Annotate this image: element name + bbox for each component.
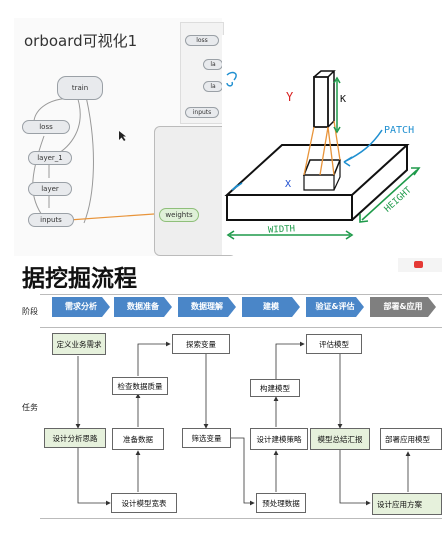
box-preprocess-data[interactable]: 预处理数据: [256, 493, 306, 513]
stage-arrow-shape: [114, 297, 172, 317]
mouse-cursor-icon: [119, 131, 126, 141]
top-divider: [40, 294, 442, 295]
box-deploy-model[interactable]: 部署应用模型: [380, 428, 442, 450]
box-design-application-plan[interactable]: 设计应用方案: [372, 493, 442, 515]
sketch-label-k: K: [340, 94, 347, 105]
stage-divider: [40, 327, 442, 328]
graph-node-train[interactable]: train: [57, 76, 103, 100]
graph-node-inputs[interactable]: inputs: [28, 213, 74, 227]
stage-deployment: 部署&应用: [370, 297, 436, 317]
stage-arrow-shape: [178, 297, 236, 317]
box-check-data-quality[interactable]: 检查数据质量: [112, 377, 168, 395]
stage-demand-analysis: 需求分析: [52, 297, 110, 317]
box-design-analysis[interactable]: 设计分析思路: [44, 428, 106, 448]
box-explore-variables[interactable]: 探索变量: [172, 334, 230, 354]
stage-arrow-shape: [370, 297, 436, 317]
graph-node-weights[interactable]: weights: [159, 208, 199, 222]
box-design-model-table[interactable]: 设计模型宽表: [111, 493, 177, 513]
sketch-label-y: Y: [286, 90, 294, 104]
box-define-business-needs[interactable]: 定义业务需求: [52, 333, 106, 355]
patch-sketch-drawing: [224, 70, 421, 240]
stage-label: 数据理解: [191, 302, 223, 311]
graph-node-layer-1[interactable]: layer_1: [28, 151, 72, 165]
stage-arrow-shape: [242, 297, 300, 317]
stage-arrow-shape: [306, 297, 364, 317]
box-model-summary-report[interactable]: 模型总结汇报: [310, 428, 370, 450]
tensorboard-title: orboard可视化1: [24, 32, 138, 50]
stage-data-preparation: 数据准备: [114, 297, 172, 317]
mini-graph-panel: loss la la inputs: [180, 22, 224, 124]
stage-arrow-shape: [52, 297, 110, 317]
stage-label: 部署&应用: [383, 302, 423, 311]
stage-label: 需求分析: [65, 302, 97, 311]
mini-node-loss[interactable]: loss: [185, 35, 219, 46]
stage-data-understanding: 数据理解: [178, 297, 236, 317]
row-label-task: 任务: [22, 403, 38, 412]
box-filter-variables[interactable]: 筛选变量: [182, 428, 231, 448]
sketch-label-x: X: [285, 179, 292, 190]
stage-validation: 验证&评估: [306, 297, 364, 317]
red-badge-icon: [414, 261, 423, 268]
mini-node-inputs[interactable]: inputs: [185, 107, 219, 118]
stage-label: 建模: [263, 302, 279, 311]
box-evaluate-model[interactable]: 评估模型: [306, 334, 362, 354]
patch-sketch-image: Y K X PATCH WIDTH HEIGHT: [222, 35, 442, 255]
graph-node-layer[interactable]: layer: [28, 182, 72, 196]
row-label-stage: 阶段: [22, 307, 38, 316]
stage-label: 验证&评估: [315, 302, 355, 311]
corner-tag: [398, 258, 442, 272]
stage-modeling: 建模: [242, 297, 300, 317]
bottom-divider: [40, 518, 442, 519]
graph-node-loss[interactable]: loss: [22, 120, 70, 134]
sketch-label-patch: PATCH: [384, 125, 415, 136]
box-prepare-data[interactable]: 准备数据: [112, 428, 164, 450]
flow-title: 据挖掘流程: [22, 266, 137, 292]
box-design-strategy[interactable]: 设计建模策略: [250, 428, 308, 450]
stage-label: 数据准备: [127, 302, 159, 311]
box-build-model[interactable]: 构建模型: [250, 379, 300, 397]
